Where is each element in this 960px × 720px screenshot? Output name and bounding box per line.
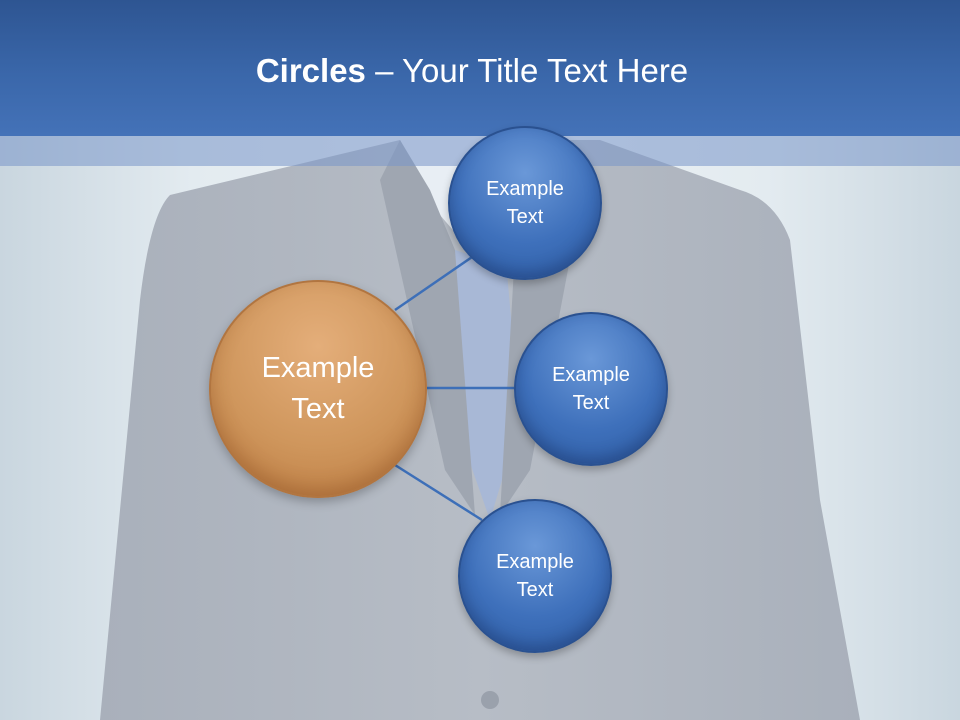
- connector-line-top: [394, 253, 476, 312]
- slide-title-bold: Circles: [255, 52, 366, 89]
- slide-title-rest: – Your Title Text Here: [365, 52, 689, 89]
- center-circle-label: Example Text: [261, 352, 375, 425]
- center-circle[interactable]: Example Text: [209, 280, 427, 498]
- node-circle-label: Example Text: [552, 364, 630, 414]
- node-circle-middle[interactable]: Example Text: [514, 312, 668, 466]
- title-bar: [0, 0, 960, 136]
- connector-line-bottom: [394, 463, 483, 522]
- node-circle-label: Example Text: [496, 551, 574, 601]
- node-circle-top[interactable]: Example Text: [448, 126, 602, 280]
- node-circle-bottom[interactable]: Example Text: [458, 499, 612, 653]
- slide-title: Circles – Your Title Text Here: [0, 52, 944, 90]
- node-circle-label: Example Text: [486, 178, 564, 228]
